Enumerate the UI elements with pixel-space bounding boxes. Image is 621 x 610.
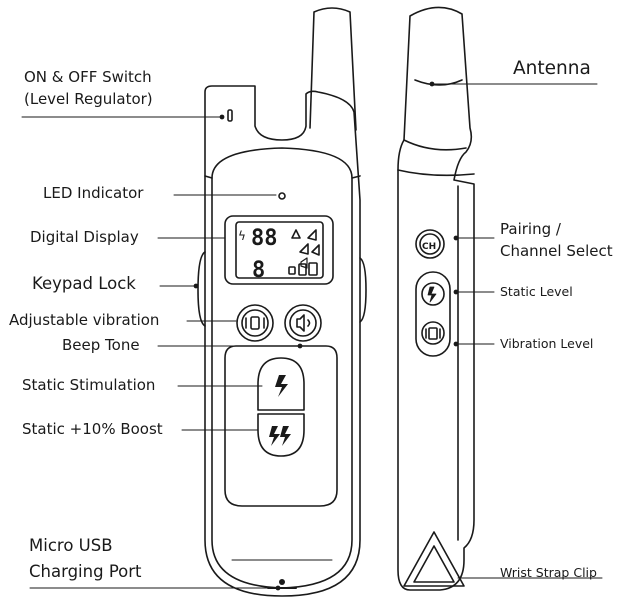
- label-vibration-level: Vibration Level: [500, 336, 594, 351]
- level-buttons: [415, 271, 451, 357]
- beep-button: [284, 304, 322, 342]
- leader-lines: [21, 83, 603, 589]
- label-static-level: Static Level: [500, 284, 573, 299]
- label-adjustable-vibration: Adjustable vibration: [9, 311, 160, 329]
- front-inner-face: [211, 147, 353, 589]
- vibration-button: [236, 304, 274, 342]
- static-button: [257, 357, 305, 411]
- label-charging-port: Charging Port: [29, 562, 142, 581]
- display-bezel: [224, 215, 334, 285]
- pairing-button: [415, 229, 445, 259]
- static-boost-button: [257, 413, 305, 457]
- label-digital-display: Digital Display: [30, 228, 139, 246]
- button-glyphs: [193, 81, 459, 591]
- label-channel-select: Channel Select: [500, 242, 613, 260]
- side-remote-body: [397, 6, 475, 591]
- double-lightning-icon: [269, 426, 280, 446]
- lightning-icon: [275, 375, 288, 397]
- label-static-boost: Static +10% Boost: [22, 420, 163, 438]
- front-body-outline: [204, 85, 361, 597]
- label-antenna: Antenna: [513, 58, 591, 79]
- lcd-screen: [235, 221, 324, 279]
- lcd-bottom-digit: 8: [252, 258, 265, 283]
- usb-dot: [279, 579, 285, 585]
- label-keypad-lock: Keypad Lock: [32, 274, 136, 293]
- lcd-top-digits: 88: [251, 226, 278, 251]
- lcd-bolt-icon: ϟ: [238, 229, 246, 243]
- label-micro-usb: Micro USB: [29, 536, 113, 555]
- on-off-switch: [227, 109, 233, 122]
- front-remote-body: [197, 7, 367, 597]
- label-level-regulator: (Level Regulator): [24, 90, 153, 108]
- side-body-outline: [397, 6, 475, 591]
- channel-label: CH: [422, 242, 436, 252]
- label-wrist-strap-clip: Wrist Strap Clip: [500, 565, 597, 580]
- front-antenna: [309, 7, 357, 131]
- label-static-stimulation: Static Stimulation: [22, 376, 156, 394]
- label-beep-tone: Beep Tone: [62, 336, 140, 354]
- led-indicator: [278, 192, 286, 200]
- label-pairing: Pairing /: [500, 220, 561, 238]
- label-on-off-switch: ON & OFF Switch: [24, 68, 152, 86]
- label-led-indicator: LED Indicator: [43, 184, 144, 202]
